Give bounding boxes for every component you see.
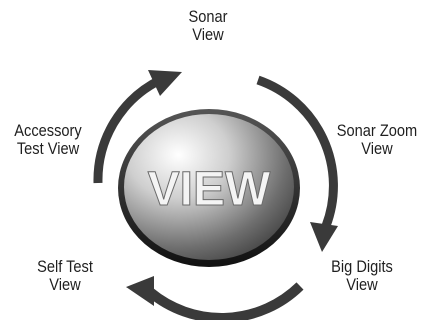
label-line: Test View	[16, 139, 80, 158]
view-button[interactable]: VIEW	[118, 109, 300, 267]
label-line: View	[346, 275, 378, 294]
label-line: Accessory	[14, 121, 82, 140]
view-button-face	[124, 114, 294, 260]
label-self-test-view: Self Test View	[26, 258, 103, 294]
label-line: Sonar Zoom	[336, 121, 418, 140]
label-line: View	[361, 139, 393, 158]
label-accessory-test-view: Accessory Test View	[7, 122, 90, 158]
label-line: View	[49, 275, 81, 294]
label-big-digits-view: Big Digits View	[319, 258, 405, 294]
label-line: Sonar	[188, 7, 228, 26]
label-sonar-view: Sonar View	[174, 8, 243, 44]
arrowhead	[126, 276, 154, 306]
view-button-label: VIEW	[148, 163, 271, 216]
label-line: Self Test	[37, 257, 93, 276]
label-line: View	[192, 25, 224, 44]
arrowhead	[310, 222, 338, 252]
arrowhead	[148, 70, 182, 96]
label-sonar-zoom-view: Sonar Zoom View	[328, 122, 426, 158]
arrow-to-self-test	[126, 276, 304, 323]
arrow-to-big-digits	[256, 75, 338, 252]
label-line: Big Digits	[331, 257, 393, 276]
arrow-to-sonar	[93, 70, 182, 184]
